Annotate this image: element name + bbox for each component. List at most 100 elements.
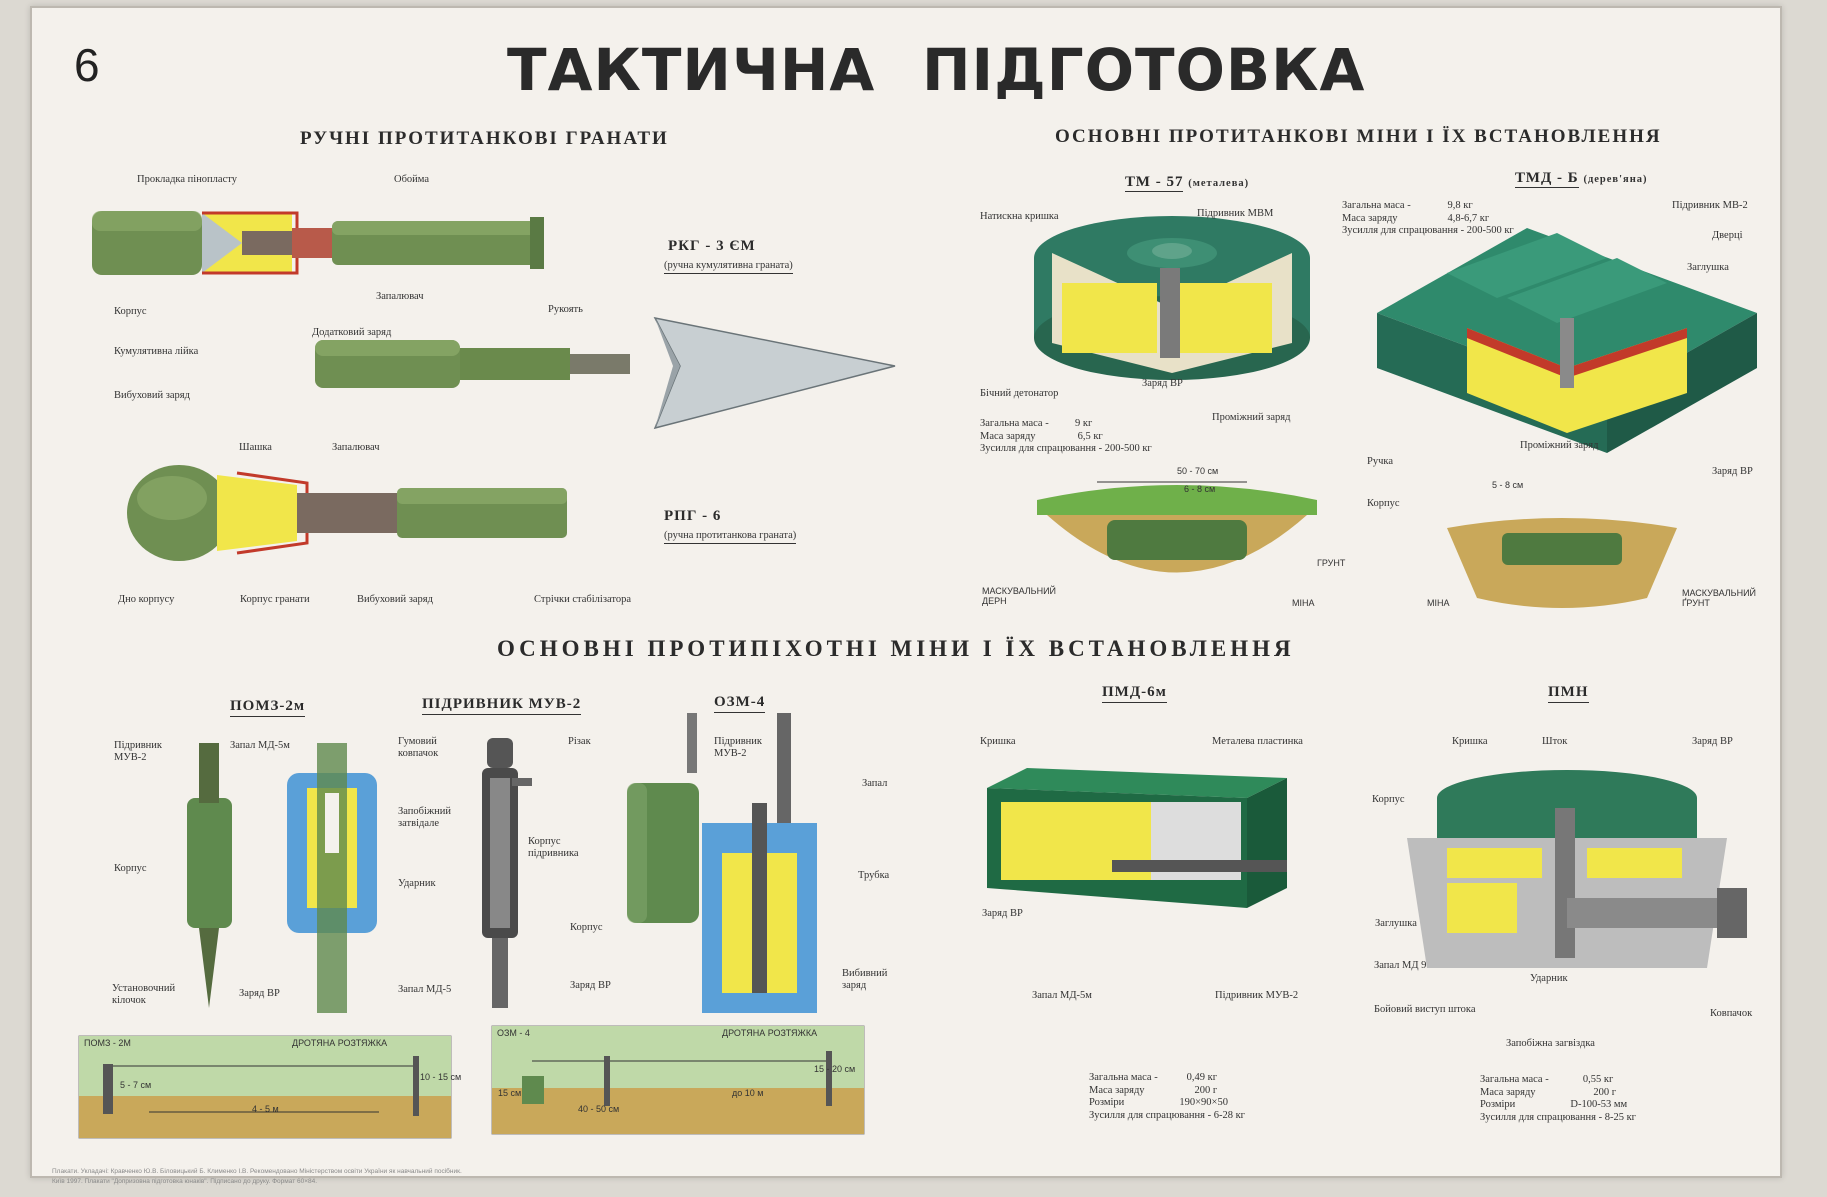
pmd-label-detonator: Запал МД-5м [1032,990,1092,1001]
tm57-label-charge: Заряд ВР [1142,378,1183,389]
tmdb-spec-mass-label: Загальна маса - [1342,200,1411,211]
tm57-label-intermediate: Проміжний заряд [1212,412,1291,423]
tmdb-spec-charge: 4,8-6,7 кг [1447,212,1490,224]
rkg-label-charge: Вибуховий заряд [114,390,190,401]
ozm-install-depth: 15 см [498,1088,522,1098]
footer-line-2: Київ 1997. Плакати "Допризовна підготовк… [52,1178,318,1185]
pmn-label-cover: Кришка [1452,736,1488,747]
section-heading-grenades: РУЧНІ ПРОТИТАНКОВІ ГРАНАТИ [300,128,669,149]
pmn-label-charge: Заряд ВР [1692,736,1733,747]
rkg-label-clip: Обойма [394,174,430,185]
tmdb-material: (дерев'яна) [1583,174,1648,185]
pmd-spec-mass: 0,49 кг [1186,1072,1218,1083]
pomz-install-title: ПОМЗ - 2М [84,1038,131,1048]
tm57-label-cover: Натискна кришка [980,211,1059,222]
pomz-mine-diagram [187,743,377,1013]
tm57-install-soil: ГРУНТ [1317,558,1346,568]
tm57-install-depth-a: 50 - 70 см [1177,466,1219,476]
tm57-spec-force: Зусилля для спрацювання - 200-500 кг [980,443,1152,454]
pmd-mine-diagram [987,768,1287,908]
tmdb-label-plug: Заглушка [1687,262,1729,273]
pmn-label-cap: Ковпачок [1710,1008,1753,1019]
rkg-label-foam: Прокладка пінопласту [137,174,237,185]
pmn-label-rod: Шток [1542,736,1568,747]
ozm-mine-diagram [627,713,817,1013]
tmdb-installation-diagram [1447,518,1677,608]
pmd-spec-mass-label: Загальна маса - [1089,1072,1158,1083]
pmd-spec-charge-label: Маса заряду [1089,1084,1145,1096]
pmd-name: ПМД-6м [1102,684,1167,703]
tmdb-spec-charge-label: Маса заряду [1342,212,1398,224]
ozm-label-body: Корпус [570,922,603,933]
tm57-title: ТМ - 57 [1125,174,1184,192]
pomz-label-stake: Установочний кілочок [112,983,176,1006]
pmn-spec-mass-label: Загальна маса - [1480,1074,1549,1085]
rpg-grenade-diagram [127,465,567,561]
rpg-label-fuse: Запалювач [332,442,380,453]
ozm-label-tube: Трубка [858,870,890,881]
tmdb-title: ТМД - Б [1515,170,1579,188]
tmdb-spec-force: Зусилля для спрацювання - 200-500 кг [1342,225,1514,236]
pmd-specs: Загальна маса - 0,49 кг Маса заряду 200 … [1089,1072,1245,1122]
tm57-install-depth-b: 6 - 8 см [1184,484,1216,494]
tm57-spec-mass: 9 кг [1074,418,1093,429]
tmdb-specs: Загальна маса - 9,8 кг Маса заряду 4,8-6… [1342,200,1514,238]
pomz-install-distance: 4 - 5 м [252,1104,279,1114]
tmdb-label-handle: Ручка [1367,456,1393,467]
muv-label-detonator: Запал МД-5 [398,984,452,995]
page-number: 6 [74,39,100,91]
tmdb-install-depth: 5 - 8 см [1492,480,1524,490]
tm57-spec-mass-label: Загальна маса - [980,418,1049,429]
rkg-label-additional-charge: Додатковий заряд [312,327,392,338]
tm57-material: (металева) [1188,178,1250,189]
muv-label-body: Корпус підривника [528,836,579,859]
muv-label-cutter: Різак [568,736,591,747]
tm57-mine-diagram [1034,216,1310,380]
tmdb-name: ТМД - Б (дерев'яна) [1515,170,1648,188]
pmn-spec-charge-label: Маса заряду [1480,1086,1536,1098]
tm57-spec-charge-label: Маса заряду [980,430,1036,442]
title-right: ПІДГОТОВКА [922,36,1366,104]
rpg-label-stabilizer: Стрічки стабілізатора [534,594,631,605]
rpg-name: РПГ - 6 [664,508,722,524]
rkg-label-handle: Рукоять [548,304,583,315]
ozm-installation-diagram [491,1025,865,1135]
pmd-label-fuse: Підривник МУВ-2 [1215,990,1299,1001]
ozm-install-height: 15 - 20 см [814,1064,856,1074]
tmdb-label-door: Дверці [1712,230,1743,241]
pmn-spec-size-label: Розміри [1480,1099,1516,1110]
pmn-mine-diagram [1407,770,1747,968]
ozm-install-title: ОЗМ - 4 [497,1028,530,1038]
ozm-label-expelling: Вибивний заряд [842,968,888,991]
ozm-install-distance: до 10 м [732,1088,764,1098]
pmd-label-cover: Кришка [980,736,1016,747]
rpg-desc: (ручна протитанкова граната) [664,530,797,544]
tmdb-label-charge: Заряд ВР [1712,466,1753,477]
pomz-installation-diagram [78,1035,452,1139]
tmdb-label-fuse: Підривник МВ-2 [1672,200,1748,211]
tm57-install-mine: МІНА [1292,598,1315,608]
tm57-install-turf: МАСКУВАЛЬНИЙ ДЕРН [982,586,1057,606]
muv-label-striker: Ударник [398,878,436,889]
rkg-grenade-side-diagram [315,316,896,430]
pomz-name: ПОМЗ-2м [230,698,306,717]
section-heading-ap-mines: ОСНОВНІ ПРОТИПІХОТНІ МІНИ І ЇХ ВСТАНОВЛЕ… [497,636,1295,661]
tm57-specs: Загальна маса - 9 кг Маса заряду 6,5 кг … [980,418,1152,456]
rpg-label-grenade-body: Корпус гранати [240,594,310,605]
pmd-spec-force: Зусилля для спрацювання - 6-28 кг [1089,1109,1245,1121]
poster: 6 ТАКТИЧНА ПІДГОТОВКА РУЧНІ ПРОТИТАНКОВІ… [30,6,1782,1185]
pomz-label-detonator: Запал МД-5м [230,740,290,751]
pmd-label-charge: Заряд ВР [982,908,1023,919]
pmn-spec-mass: 0,55 кг [1582,1074,1614,1085]
pmn-spec-force: Зусилля для спрацювання - 8-25 кг [1480,1111,1636,1123]
muv-name: ПІДРИВНИК МУВ-2 [422,696,582,715]
rkg-label-fuse: Запалювач [376,291,424,302]
tm57-name: ТМ - 57 (металева) [1125,174,1250,192]
pomz-label-charge: Заряд ВР [239,988,280,999]
tm57-installation-diagram [1037,481,1317,573]
pmd-spec-charge: 200 г [1194,1084,1218,1096]
pomz-install-height: 10 - 15 см [420,1072,462,1082]
pomz-install-stake: 5 - 7 см [120,1080,152,1090]
ozm-label-charge: Заряд ВР [570,980,611,991]
ozm-install-width: 40 - 50 см [578,1104,620,1114]
